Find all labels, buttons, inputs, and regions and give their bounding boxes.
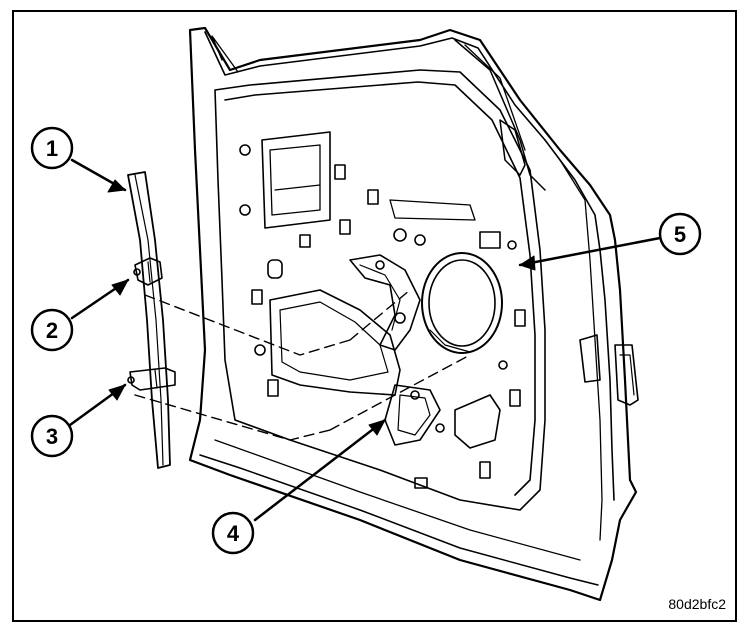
lower-clip	[127, 367, 176, 391]
callout-2: 2	[30, 308, 74, 352]
callout-3-label: 3	[46, 424, 58, 449]
handle-cutout	[579, 334, 639, 406]
door-shell	[188, 26, 638, 602]
callout-2-label: 2	[46, 318, 58, 343]
callout-3: 3	[30, 414, 74, 458]
glass-run-channel	[127, 171, 171, 469]
callout-4-label: 4	[227, 521, 240, 546]
speaker-opening	[421, 252, 503, 354]
callout-1: 1	[30, 126, 74, 170]
figure-code: 80d2bfc2	[668, 596, 726, 612]
inner-panel	[214, 69, 546, 511]
callout-5-label: 5	[674, 222, 686, 247]
attachment-lines	[134, 289, 471, 441]
callout-4: 4	[211, 511, 255, 555]
callout-1-label: 1	[46, 136, 58, 161]
diagram-frame	[12, 10, 737, 622]
callout-5: 5	[658, 212, 702, 256]
upper-clip	[133, 257, 163, 286]
leader-arrows	[68, 158, 662, 522]
